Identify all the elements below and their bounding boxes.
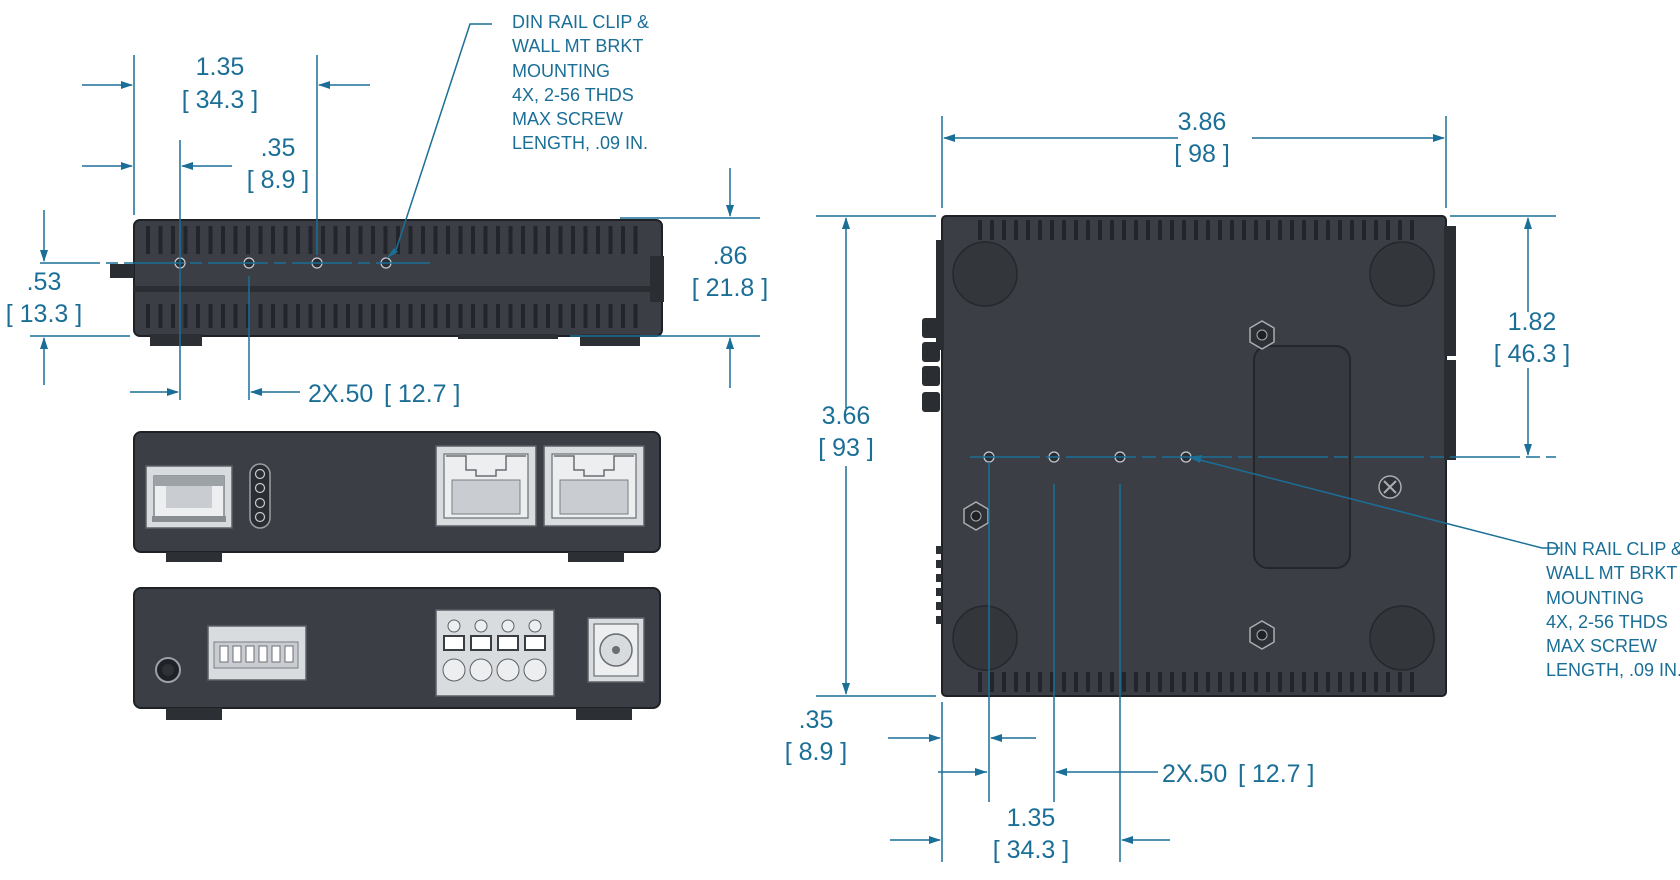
dim-3-66-value: 3.66 <box>822 402 871 430</box>
dim-3-66-metric: [ 93 ] <box>818 434 874 462</box>
rubber-foot <box>1369 605 1435 671</box>
dim-1-82-metric: [ 46.3 ] <box>1494 340 1570 368</box>
hex-standoff <box>963 320 1275 650</box>
dip-switch <box>207 625 307 681</box>
dim-r-2x-0-50-label: 2X.50 <box>1162 760 1227 788</box>
dim-r-0-35-value: .35 <box>799 706 834 734</box>
right-view-vents-bottom <box>978 672 1414 692</box>
dim-2x-0-50-label: 2X.50 <box>308 380 373 408</box>
dim-0-86-value: .86 <box>713 242 748 270</box>
dim-0-86-metric: [ 21.8 ] <box>692 274 768 302</box>
dim-2x-0-50-metric: [ 12.7 ] <box>384 380 460 408</box>
dim-3-86-metric: [ 98 ] <box>1174 140 1230 168</box>
dim-r-0-35-metric: [ 8.9 ] <box>785 738 848 766</box>
rj45-port-2 <box>543 445 645 527</box>
dc-power-jack <box>587 617 645 683</box>
top-view-vents-upper <box>146 226 638 254</box>
side-connector <box>110 264 134 278</box>
right-view-enclosure <box>941 215 1447 697</box>
right-view-dimensions: 3.86 [ 98 ] 3.66 [ 93 ] 1.82 [ 46.3 ] .3… <box>785 108 1680 864</box>
top-view-vents-lower <box>146 304 638 328</box>
rubber-foot <box>1369 241 1435 307</box>
dim-1-35-metric: [ 34.3 ] <box>182 86 258 114</box>
rubber-foot <box>952 605 1018 671</box>
dim-0-53-value: .53 <box>27 268 62 296</box>
top-view-mounting-note: DIN RAIL CLIP & WALL MT BRKT MOUNTING 4X… <box>512 12 654 153</box>
sfp-port <box>145 465 233 529</box>
dim-1-82-value: 1.82 <box>1508 308 1557 336</box>
right-view-vents-top <box>978 220 1414 240</box>
top-view-dimensions: 1.35 [ 34.3 ] .35 [ 8.9 ] .53 [ 13.3 ] .… <box>6 12 768 408</box>
dim-3-86-value: 3.86 <box>1178 108 1227 136</box>
dim-r-1-35-value: 1.35 <box>1007 804 1056 832</box>
top-view <box>110 219 664 346</box>
dim-r-2x-0-50-metric: [ 12.7 ] <box>1238 760 1314 788</box>
terminal-block <box>435 609 555 697</box>
side-connectors <box>922 318 940 412</box>
side-pins <box>936 546 942 624</box>
rubber-foot <box>952 241 1018 307</box>
dim-0-53-metric: [ 13.3 ] <box>6 300 82 328</box>
dim-0-35-value: .35 <box>261 134 296 162</box>
rear-view <box>133 587 661 720</box>
screw-head <box>1378 475 1402 499</box>
rj45-port-1 <box>435 445 537 527</box>
right-bottom-view <box>922 215 1456 697</box>
dim-r-1-35-metric: [ 34.3 ] <box>993 836 1069 864</box>
ground-screw <box>155 657 181 683</box>
dim-1-35-value: 1.35 <box>196 53 245 81</box>
front-view <box>133 431 661 562</box>
dim-0-35-metric: [ 8.9 ] <box>247 166 310 194</box>
led-indicators <box>249 463 271 529</box>
right-view-mounting-note: DIN RAIL CLIP & WALL MT BRKT MOUNTING 4X… <box>1546 539 1680 680</box>
